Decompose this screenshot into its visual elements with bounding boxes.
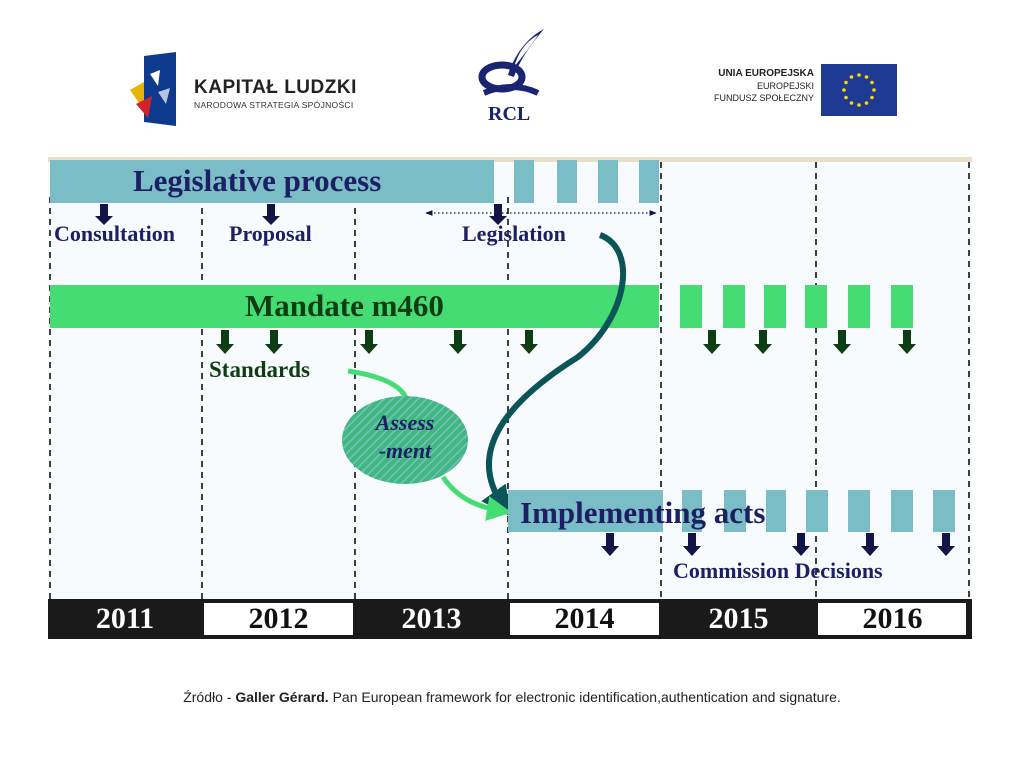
assessment-line1: Assess [375, 410, 435, 435]
assessment-line2: -ment [378, 438, 432, 463]
rcl-label: RCL [488, 103, 531, 125]
timeline-diagram: Legislative process Consultation Proposa… [48, 157, 972, 639]
source-author: Galler Gérard. [235, 689, 329, 705]
legislation-label: Legislation [462, 221, 566, 246]
mandate-bar [50, 285, 659, 328]
legislative-process-segments [514, 160, 659, 203]
consultation-label: Consultation [54, 221, 176, 246]
ue-line3: FUNDUSZ SPOŁECZNY [713, 93, 814, 103]
eu-star-icon [844, 95, 848, 100]
year-2015: 2015 [708, 602, 769, 635]
unia-europejska-logo: UNIA EUROPEJSKA EUROPEJSKI FUNDUSZ SPOŁE… [700, 62, 900, 118]
eu-star-icon [870, 80, 874, 85]
legislative-process-bar [50, 160, 494, 203]
eu-star-icon [864, 101, 869, 105]
mandate-segments [680, 285, 913, 328]
assessment-label: Assess -ment [360, 409, 450, 465]
year-2012: 2012 [248, 602, 309, 635]
top-strip [48, 157, 972, 162]
mandate-label: Mandate m460 [245, 288, 444, 323]
kapital-ludzki-emblem-icon [130, 52, 176, 126]
assessment-curve [440, 475, 512, 521]
eu-star-icon [864, 75, 869, 79]
year-2011: 2011 [95, 602, 155, 635]
quill-icon [478, 29, 544, 96]
implementing-arrows [601, 533, 955, 556]
kapital-ludzki-subtitle: NARODOWA STRATEGIA SPÓJNOŚCI [194, 100, 354, 110]
eu-flag-icon [821, 64, 897, 116]
kapital-ludzki-logo: KAPITAŁ LUDZKI NARODOWA STRATEGIA SPÓJNO… [130, 52, 370, 130]
eu-star-icon [857, 73, 861, 77]
year-2016: 2016 [862, 602, 923, 635]
commission-decisions-label: Commission Decisions [673, 558, 883, 583]
implementing-acts-segments [682, 490, 955, 532]
implementing-acts-bar [508, 490, 663, 532]
assessment-ellipse [342, 396, 468, 484]
eu-star-icon [872, 88, 876, 92]
year-row [48, 599, 972, 639]
standards-label: Standards [209, 357, 310, 382]
legislative-arrows [95, 204, 507, 225]
source-citation: Źródło - Galler Gérard. Pan European fra… [0, 689, 1024, 705]
eu-star-icon [844, 80, 848, 85]
ue-line2: EUROPEJSKI [756, 81, 814, 91]
legislation-to-implementing-curve [481, 232, 627, 517]
eu-star-icon [842, 88, 846, 92]
ue-line1: UNIA EUROPEJSKA [718, 68, 814, 79]
implementing-acts-label: Implementing acts [520, 495, 766, 530]
eu-star-icon [849, 101, 854, 105]
eu-star-icon [857, 103, 861, 107]
mandate-arrows [216, 330, 916, 354]
eu-star-icon [870, 95, 874, 100]
proposal-label: Proposal [229, 221, 312, 246]
legislative-process-label: Legislative process [133, 163, 382, 198]
rcl-logo: RCL [478, 27, 550, 129]
source-prefix: Źródło - [183, 689, 236, 705]
kapital-ludzki-title: KAPITAŁ LUDZKI [194, 77, 357, 98]
eu-star-icon [849, 75, 854, 79]
source-title: Pan European framework for electronic id… [328, 689, 841, 705]
year-2013: 2013 [401, 602, 462, 635]
year-2014: 2014 [554, 602, 615, 635]
